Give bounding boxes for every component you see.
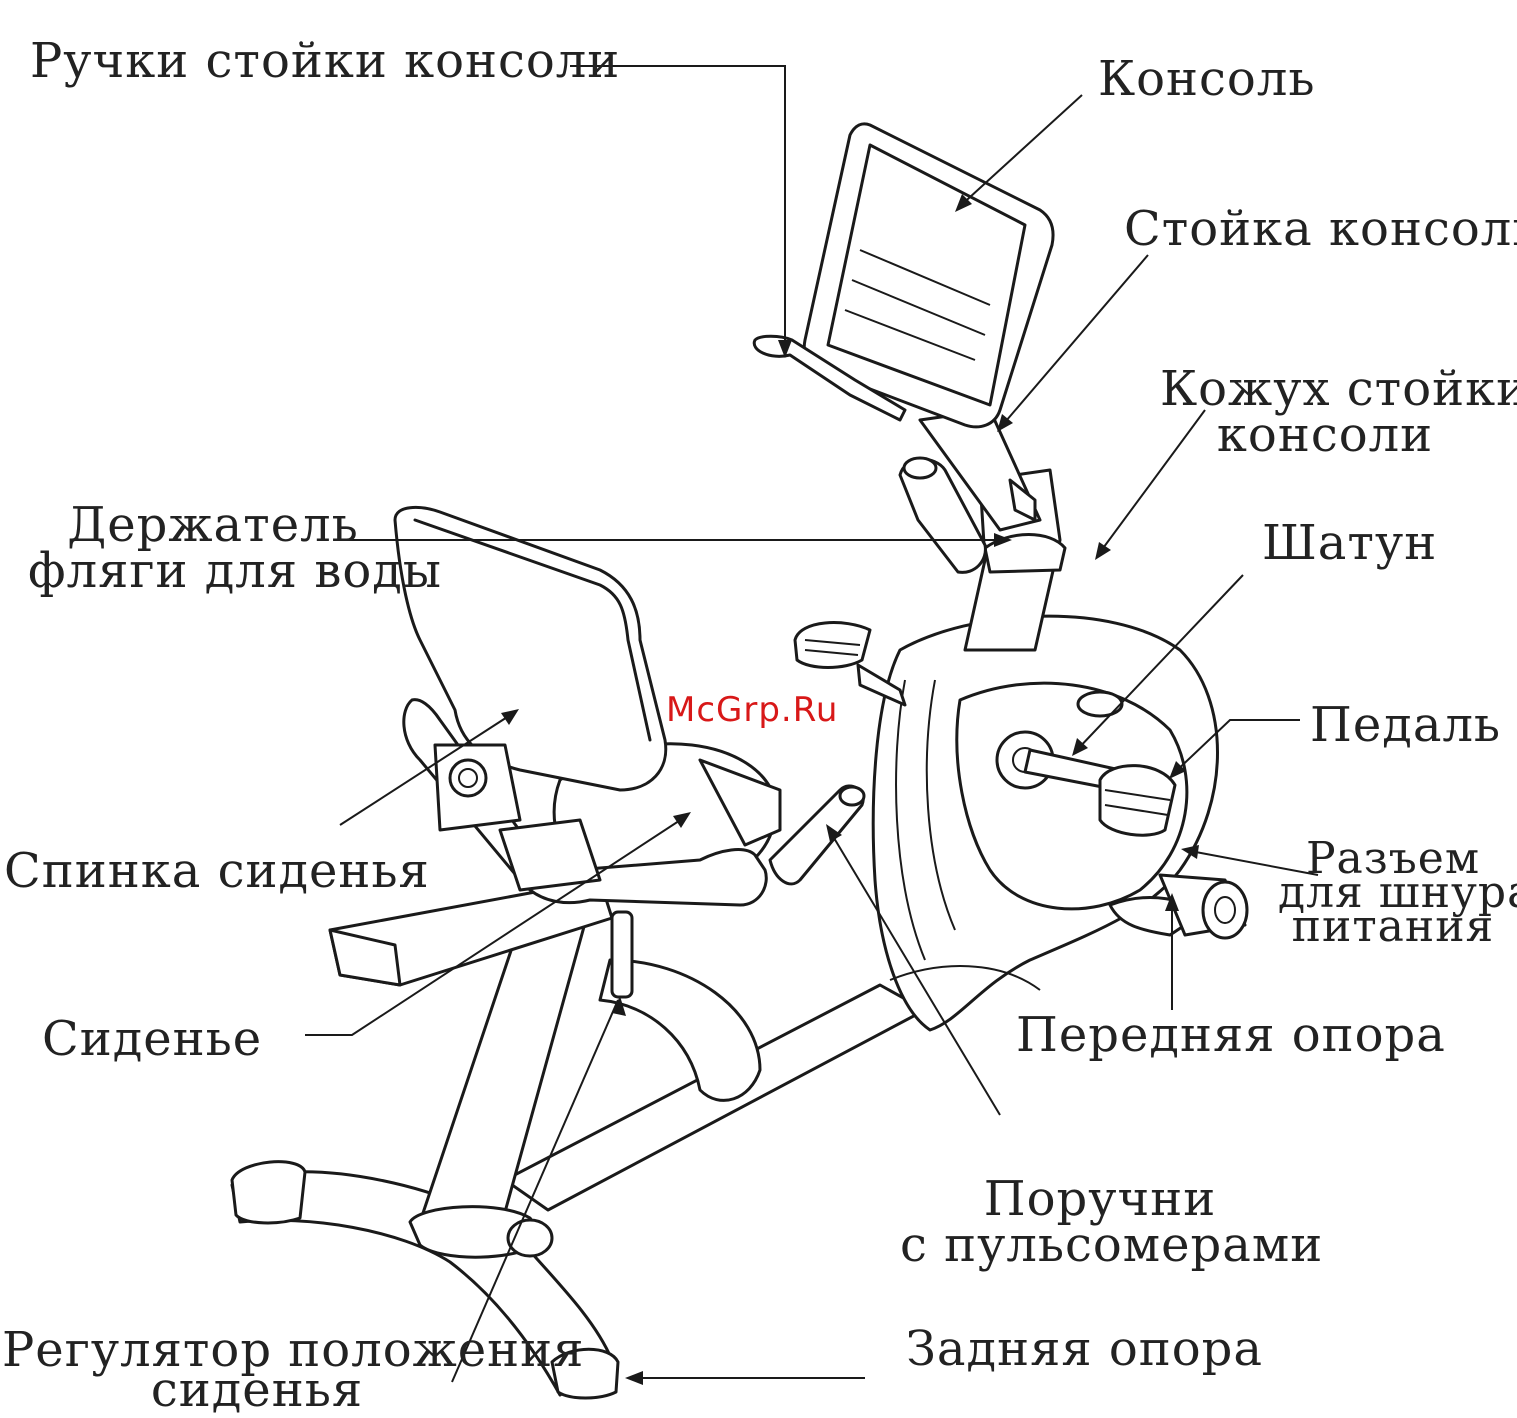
label-mast-cover: Кожух стойки консоли (1160, 366, 1490, 458)
label-pedal: Педаль (1310, 702, 1501, 748)
label-mast-cover-line1: Кожух стойки (1160, 366, 1490, 412)
label-crank-text: Шатун (1262, 520, 1437, 566)
label-console-handles-text: Ручки стойки консоли (30, 38, 620, 84)
label-bottle-holder-line1: Держатель (28, 502, 398, 548)
label-seat-adjuster: Регулятор положения сиденья (2, 1330, 512, 1410)
pulse-grips-drawing (770, 786, 864, 884)
label-power-jack-line3: питания (1278, 910, 1508, 944)
label-front-stabilizer-text: Передняя опора (1016, 1012, 1446, 1058)
label-console-mast-text: Стойка консоли (1124, 206, 1517, 252)
label-seat-back: Спинка сиденья (4, 848, 430, 894)
label-seat-text: Сиденье (42, 1016, 262, 1062)
label-seat: Сиденье (42, 1016, 262, 1062)
label-pedal-text: Педаль (1310, 702, 1501, 748)
console-drawing (754, 124, 1053, 427)
label-rear-stabilizer-text: Задняя опора (906, 1326, 1263, 1372)
label-front-stabilizer: Передняя опора (1016, 1012, 1446, 1058)
label-power-jack: Разъем для шнура питания (1278, 842, 1508, 944)
label-pulse-grips-line1: Поручни (900, 1176, 1300, 1222)
label-console: Консоль (1098, 56, 1315, 102)
label-pulse-grips: Поручни с пульсомерами (900, 1176, 1300, 1268)
label-console-handles: Ручки стойки консоли (30, 38, 620, 84)
label-crank: Шатун (1262, 520, 1437, 566)
label-seat-back-text: Спинка сиденья (4, 848, 430, 894)
watermark: McGrp.Ru (666, 690, 838, 730)
label-rear-stabilizer: Задняя опора (906, 1326, 1263, 1372)
label-mast-cover-line2: консоли (1160, 412, 1490, 458)
label-bottle-holder: Держатель фляги для воды (28, 502, 398, 594)
label-bottle-holder-line2: фляги для воды (28, 548, 398, 594)
label-pulse-grips-line2: с пульсомерами (900, 1222, 1300, 1268)
label-console-text: Консоль (1098, 56, 1315, 102)
label-console-mast: Стойка консоли (1124, 206, 1517, 252)
